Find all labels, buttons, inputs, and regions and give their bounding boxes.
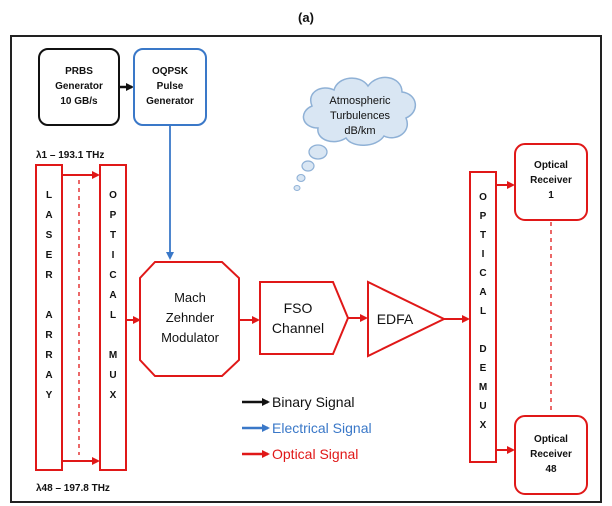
laser-array-label: LASER ARRAY — [44, 190, 55, 410]
oqpsk-line-2: Pulse — [157, 81, 184, 92]
wavelength-top-label: λ1 – 193.1 THz — [36, 150, 104, 161]
optical-mux-label: OPTICAL MUX — [108, 190, 119, 410]
optical-receiver-1-block: Optical Receiver 1 — [514, 143, 588, 221]
edfa-label: EDFA — [377, 311, 414, 327]
fso-channel-block: FSO Channel — [259, 281, 350, 355]
optical-demux-block: OPTICAL DEMUX — [469, 171, 497, 463]
legend-binary-label: Binary Signal — [272, 394, 355, 410]
legend-optical-label: Optical Signal — [272, 446, 358, 462]
receiver-48-line-1: Optical — [534, 434, 568, 445]
laser-array-block: LASER ARRAY — [35, 164, 63, 471]
mzm-line-2: Zehnder — [166, 310, 215, 325]
wavelength-bottom-label: λ48 – 197.8 THz — [36, 483, 110, 494]
receiver-1-line-3: 1 — [548, 190, 554, 201]
legend-electrical-label: Electrical Signal — [272, 420, 372, 436]
edfa-block: EDFA — [367, 280, 447, 358]
prbs-line-2: Generator — [55, 81, 103, 92]
fso-line-1: FSO — [284, 300, 313, 316]
optical-mux-block: OPTICAL MUX — [99, 164, 127, 471]
cloud-line-1: Atmospheric — [329, 95, 391, 107]
oqpsk-line-3: Generator — [146, 96, 194, 107]
receiver-48-line-2: Receiver — [530, 449, 572, 460]
mzm-line-3: Modulator — [161, 330, 219, 345]
prbs-generator-block: PRBS Generator 10 GB/s — [38, 48, 120, 126]
receiver-48-line-3: 48 — [545, 464, 557, 475]
receiver-1-line-2: Receiver — [530, 175, 572, 186]
oqpsk-line-1: OQPSK — [152, 66, 189, 77]
receiver-1-line-1: Optical — [534, 160, 568, 171]
prbs-line-1: PRBS — [65, 66, 93, 77]
legend: Binary Signal Electrical Signal Optical … — [242, 394, 372, 462]
mzm-block: Mach Zehnder Modulator — [139, 261, 240, 377]
figure-label: (a) — [298, 10, 314, 25]
mzm-line-1: Mach — [174, 290, 206, 305]
optical-receiver-48-block: Optical Receiver 48 — [514, 415, 588, 495]
cloud-line-2: Turbulences — [330, 110, 391, 122]
atmospheric-cloud: Atmospheric Turbulences dB/km — [293, 76, 416, 191]
prbs-line-3: 10 GB/s — [60, 96, 98, 107]
oqpsk-generator-block: OQPSK Pulse Generator — [133, 48, 207, 126]
cloud-line-3: dB/km — [344, 125, 375, 137]
optical-demux-label: OPTICAL DEMUX — [478, 192, 489, 439]
fso-line-2: Channel — [272, 320, 324, 336]
